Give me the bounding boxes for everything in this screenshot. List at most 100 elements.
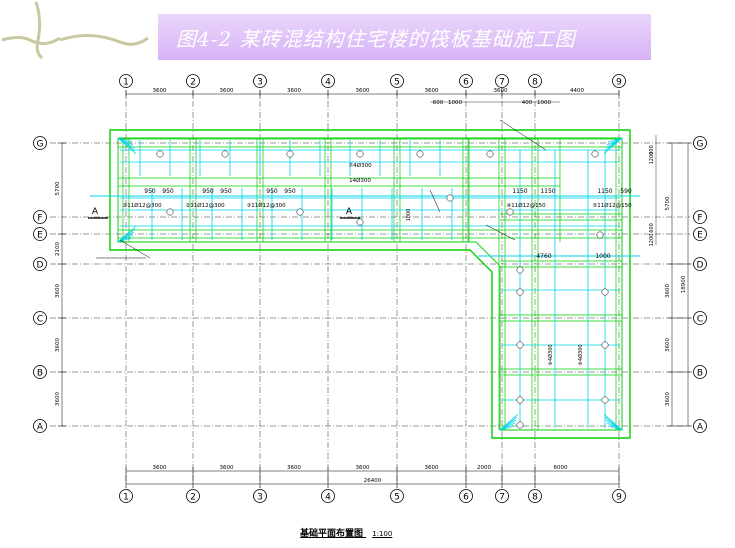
dim-text-left: 3600	[55, 338, 61, 352]
dim-text-left: 3600	[55, 392, 61, 406]
axis-label-bottom: 7	[499, 493, 505, 503]
axis-bubble-left	[33, 136, 47, 150]
axis-bubble-left	[33, 311, 47, 325]
dim-text-left: 3600	[55, 284, 61, 298]
raft-outline-outer	[109, 129, 631, 439]
page-title: 图4-2 某砖混结构住宅楼的筏板基础施工图	[176, 26, 576, 51]
dim-text-rebar-spacing: 950	[144, 188, 156, 195]
axis-label-top: 5	[394, 78, 400, 88]
rebar-bubble	[356, 150, 364, 158]
rebar-label-vertical: ⑧4Ø300	[547, 344, 554, 365]
rebar-bubble	[506, 208, 514, 216]
drawing-title: 基础平面布置图 1:100	[300, 526, 392, 539]
drawing-title-text: 基础平面布置图	[300, 529, 364, 539]
rebar-bubble	[486, 150, 494, 158]
dim-text-top: 3600	[425, 88, 439, 94]
axis-bubble-top	[253, 74, 267, 88]
dim-text-right-total: 18900	[681, 275, 687, 293]
axis-bubble-top	[321, 74, 335, 88]
rebar-label: ④11Ø12@150	[506, 202, 546, 209]
dim-text-right: 3600	[665, 284, 671, 298]
dim-text-middle-vertical: 1000	[406, 209, 412, 222]
rebar-label: ⑦4Ø300	[348, 162, 372, 169]
axis-label-bottom: 3	[257, 493, 263, 503]
axis-label-right: F	[697, 214, 702, 224]
axis-bubble-left	[33, 227, 47, 241]
axis-label-top: 4	[325, 78, 331, 88]
axis-bubble-left	[33, 257, 47, 271]
axis-bubble-bottom	[253, 489, 267, 503]
axis-label-bottom: 9	[616, 493, 622, 503]
rebar-bubble	[516, 288, 524, 296]
leader-line	[429, 189, 441, 213]
title-banner: 图4-2 某砖混结构住宅楼的筏板基础施工图	[158, 14, 651, 60]
axis-label-right: B	[697, 369, 703, 379]
dim-text-bottom: 6000	[554, 465, 568, 471]
dim-text-right: 3600	[665, 392, 671, 406]
drawing-scale: 1:100	[372, 530, 393, 538]
rebar-label-vertical: ⑧4Ø300	[577, 344, 584, 365]
rebar-label: ①11Ø12@300	[122, 202, 162, 209]
axis-label-top: 6	[463, 78, 469, 88]
axis-label-bottom: 8	[532, 493, 538, 503]
dim-text-rebar-spacing: 950	[284, 188, 296, 195]
axis-label-right: A	[697, 423, 704, 433]
dim-text-rebar-spacing: 1150	[540, 188, 555, 195]
dim-text-top-sub: 1000	[537, 100, 551, 106]
axis-label-left: C	[37, 315, 43, 325]
rebar-bubble	[356, 218, 364, 226]
dim-text-right: 5700	[665, 196, 671, 210]
axis-bubble-left	[33, 210, 47, 224]
rebar-bubble	[446, 194, 454, 202]
leader-line	[499, 119, 547, 151]
dim-text-right-small: 1200	[649, 152, 655, 165]
axis-label-bottom: 2	[190, 493, 196, 503]
axis-bubble-left	[33, 419, 47, 433]
axis-label-left: D	[37, 261, 44, 271]
axis-bubble-bottom	[119, 489, 133, 503]
dim-text-top-sub: 400	[522, 100, 533, 106]
axis-bubble-top	[186, 74, 200, 88]
section-marker: A	[92, 207, 99, 217]
axis-label-left: E	[37, 231, 43, 241]
axis-label-right: G	[697, 140, 704, 150]
dim-text-left: 5700	[55, 181, 61, 195]
axis-label-left: G	[37, 140, 44, 150]
axis-label-top: 7	[499, 78, 505, 88]
axis-bubble-top	[495, 74, 509, 88]
rebar-label: ⑤11Ø12@150	[592, 202, 632, 209]
axis-label-bottom: 4	[325, 493, 331, 503]
axis-label-top: 2	[190, 78, 196, 88]
rebar-label: ②11Ø12@300	[185, 202, 225, 209]
rebar-bubble	[601, 396, 609, 404]
leader-line	[485, 224, 516, 241]
dim-text-middle: 4760	[536, 253, 551, 260]
axis-bubble-bottom	[186, 489, 200, 503]
corner-fan-rebar	[603, 413, 623, 431]
axis-bubble-right	[693, 210, 707, 224]
axis-label-right: D	[697, 261, 704, 271]
rebar-bubble	[596, 231, 604, 239]
axis-bubble-bottom	[459, 489, 473, 503]
dim-text-top: 3600	[356, 88, 370, 94]
axis-label-top: 8	[532, 78, 538, 88]
rebar-bubble	[516, 396, 524, 404]
rebar-bubble	[296, 208, 304, 216]
dim-text-top-sub: 1000	[448, 100, 462, 106]
axis-label-top: 9	[616, 78, 622, 88]
dim-text-right: 3600	[665, 338, 671, 352]
rebar-bubble	[516, 341, 524, 349]
dim-text-right-small: 600	[649, 145, 655, 155]
rebar-bubble	[516, 266, 524, 274]
dim-text-rebar-spacing: 590	[620, 188, 632, 195]
dim-text-right-small: 600	[649, 223, 655, 233]
dim-text-top: 4400	[570, 88, 584, 94]
dim-text-top: 3600	[287, 88, 301, 94]
rebar-label: ③11Ø12@300	[246, 202, 286, 209]
rebar-bubble	[591, 150, 599, 158]
rebar-bubble	[601, 288, 609, 296]
axis-bubble-bottom	[390, 489, 404, 503]
axis-bubble-bottom	[528, 489, 542, 503]
axis-label-top: 3	[257, 78, 263, 88]
